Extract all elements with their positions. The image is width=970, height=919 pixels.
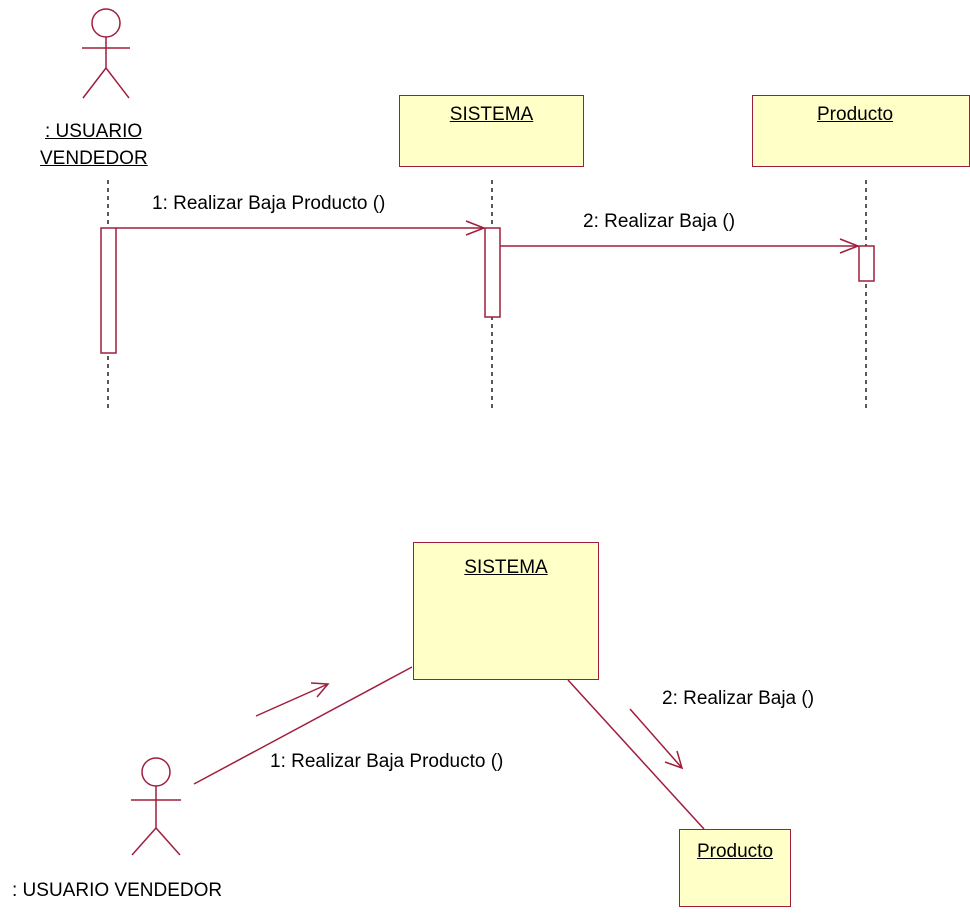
seq-message-2-label: 2: Realizar Baja () — [583, 211, 736, 232]
seq-message-2-arrow — [500, 238, 861, 254]
seq-message-1-label: 1: Realizar Baja Producto () — [152, 193, 386, 214]
seq-object-sistema[interactable]: SISTEMA — [399, 95, 584, 167]
seq-object-sistema-label: SISTEMA — [449, 104, 534, 125]
collab-object-sistema[interactable]: SISTEMA — [413, 542, 599, 680]
collab-message-2-arrow — [629, 708, 684, 770]
collab-actor-label: : USUARIO VENDEDOR — [12, 880, 223, 901]
collab-actor-figure — [131, 757, 181, 856]
collab-object-sistema-label: SISTEMA — [464, 557, 548, 578]
seq-activation-sistema — [484, 227, 501, 318]
seq-actor-label-line2: VENDEDOR — [40, 148, 148, 169]
seq-object-producto-label: Producto — [817, 104, 894, 125]
collab-message-1-arrow — [255, 682, 330, 717]
seq-actor-figure — [82, 8, 130, 99]
seq-actor-label-line1: : USUARIO — [45, 121, 143, 142]
seq-activation-producto — [858, 245, 875, 282]
seq-activation-usuario — [100, 227, 117, 354]
collab-object-producto-label: Producto — [696, 841, 774, 862]
collab-message-2-label: 2: Realizar Baja () — [662, 688, 815, 709]
collab-message-1-label: 1: Realizar Baja Producto () — [270, 751, 504, 772]
collab-object-producto[interactable]: Producto — [679, 829, 791, 907]
collab-link-actor-sistema — [193, 666, 413, 785]
collab-link-sistema-producto — [567, 679, 705, 830]
seq-message-1-arrow — [116, 220, 487, 236]
seq-object-producto[interactable]: Producto — [752, 95, 970, 167]
